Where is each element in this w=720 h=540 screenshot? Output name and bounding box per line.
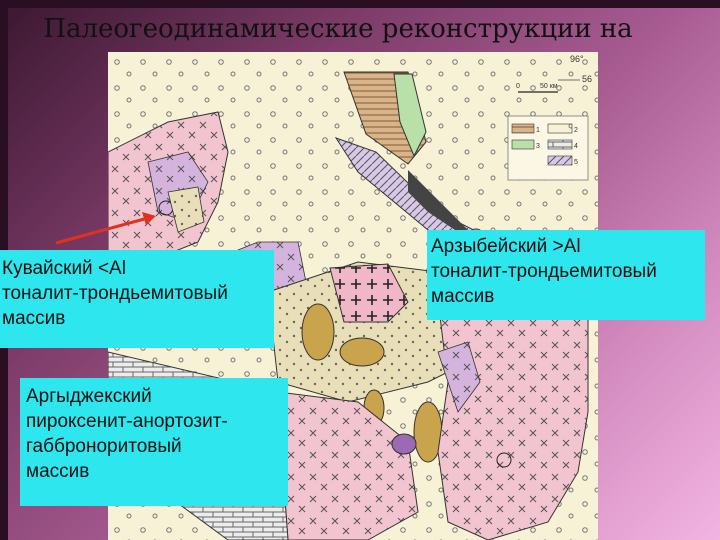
callout-line: Аргыджекский bbox=[26, 386, 152, 407]
frame-top bbox=[0, 0, 720, 8]
legend-number-3: 3 bbox=[536, 143, 540, 150]
callout-kuvaisky-massif: Кувайский <Al тоналит-трондьемитовый мас… bbox=[0, 250, 274, 348]
scale-start: 0 bbox=[516, 83, 520, 90]
callout-line: массив bbox=[2, 308, 66, 329]
legend-number-1: 1 bbox=[536, 127, 540, 134]
callout-line: Кувайский <Al bbox=[2, 258, 126, 279]
legend-number-2: 2 bbox=[574, 127, 578, 134]
callout-line: массив bbox=[26, 461, 90, 482]
geological-map: 1 2 3 4 5 0 50 км 96° 56 bbox=[108, 52, 598, 540]
legend-number-5: 5 bbox=[574, 159, 578, 166]
scale-end: 50 км bbox=[540, 83, 558, 90]
callout-line: Арзыбейский >Al bbox=[431, 236, 581, 257]
callout-argyzhek-massif: Аргыджекский пироксенит-анортозит- габбр… bbox=[20, 378, 288, 506]
callout-line: массив bbox=[431, 286, 495, 307]
coord-latitude: 56 bbox=[582, 74, 592, 84]
callout-arzybeisky-massif: Арзыбейский >Al тоналит-трондьемитовый м… bbox=[427, 230, 705, 320]
callout-line: тоналит-трондьемитовый bbox=[431, 261, 657, 282]
callout-line: тоналит-трондьемитовый bbox=[2, 283, 228, 304]
coord-longitude: 96° bbox=[570, 54, 584, 64]
callout-line: пироксенит-анортозит- bbox=[26, 411, 228, 432]
callout-line: габброноритовый bbox=[26, 436, 182, 457]
legend-number-4: 4 bbox=[574, 143, 578, 150]
